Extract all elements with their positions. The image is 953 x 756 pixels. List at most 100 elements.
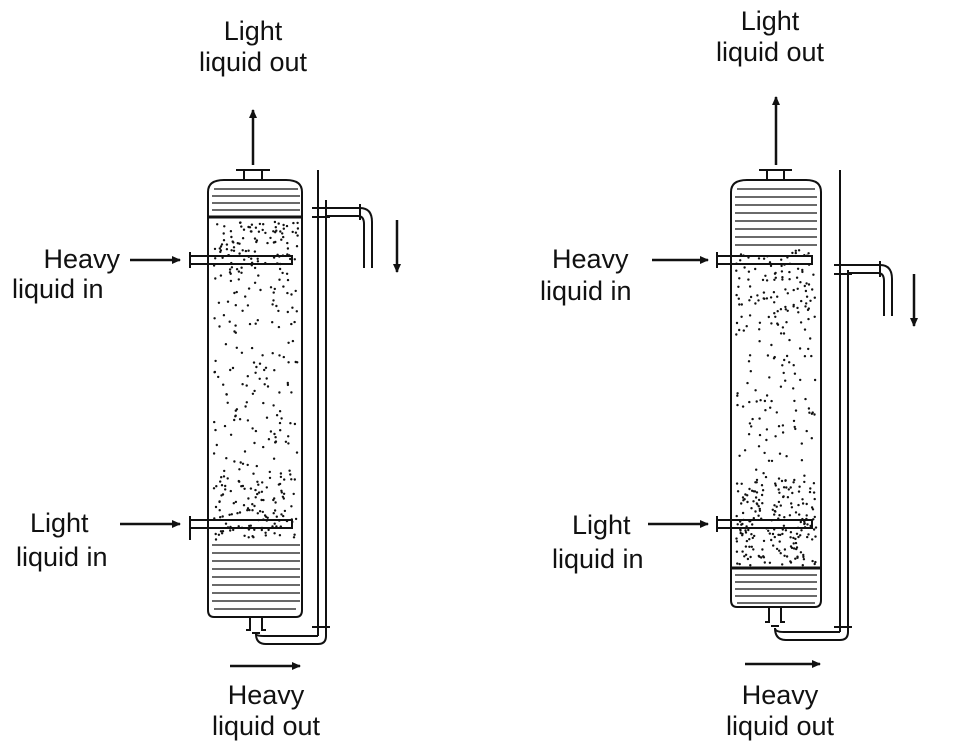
droplet — [792, 288, 795, 292]
droplet — [213, 247, 217, 251]
droplet — [229, 489, 232, 493]
droplet — [226, 526, 230, 529]
droplet — [226, 477, 229, 480]
droplet — [250, 264, 253, 267]
droplet — [750, 507, 753, 510]
droplets-left — [212, 220, 300, 541]
droplets-right — [735, 249, 818, 567]
droplet — [272, 404, 275, 407]
droplet — [740, 482, 743, 485]
droplet — [747, 256, 750, 259]
droplet — [736, 394, 739, 397]
droplet — [220, 532, 224, 535]
droplet — [805, 429, 808, 433]
droplet — [261, 354, 264, 357]
droplet — [748, 354, 752, 357]
droplet — [768, 261, 772, 264]
droplet — [741, 496, 745, 499]
droplet — [740, 303, 743, 306]
droplet — [805, 254, 809, 257]
label-line: Light — [740, 6, 800, 36]
droplet — [803, 328, 807, 331]
droplet — [764, 409, 767, 412]
heavy-inlet-pipe-left — [190, 255, 293, 265]
droplet — [779, 308, 783, 311]
droplet — [795, 276, 799, 279]
droplet — [773, 312, 776, 315]
droplet — [779, 332, 783, 335]
arrows-right — [648, 96, 918, 668]
top-nozzle-right — [759, 169, 792, 180]
light-liquid-layer-top-right — [735, 188, 817, 246]
droplet — [261, 228, 264, 232]
droplet — [801, 564, 804, 567]
droplet — [258, 377, 261, 380]
droplet — [754, 267, 757, 271]
droplet — [735, 550, 739, 553]
droplet — [273, 497, 276, 500]
droplet — [273, 287, 276, 291]
label-light-liquid-in-left: Light — [30, 508, 89, 539]
droplet — [274, 240, 277, 244]
droplet — [273, 432, 276, 436]
droplet — [276, 253, 279, 256]
droplet — [293, 422, 297, 426]
droplet — [280, 238, 283, 241]
droplet — [805, 514, 808, 517]
droplet — [798, 347, 802, 350]
droplet — [773, 278, 776, 281]
droplet — [282, 492, 286, 495]
droplet — [736, 562, 739, 565]
droplet — [803, 480, 806, 484]
droplet — [783, 516, 786, 519]
droplet — [802, 553, 805, 557]
droplet — [273, 532, 276, 535]
droplet — [280, 417, 283, 420]
droplet — [764, 274, 767, 277]
droplet — [224, 488, 227, 491]
droplet — [282, 223, 285, 227]
droplet — [784, 479, 787, 482]
droplet — [296, 227, 300, 230]
droplet — [229, 230, 233, 233]
droplet — [785, 321, 788, 324]
droplet — [743, 266, 746, 269]
droplet — [282, 285, 285, 288]
droplet — [749, 555, 752, 559]
droplet — [247, 249, 250, 252]
droplet — [249, 524, 252, 527]
droplet — [769, 264, 773, 268]
droplet — [268, 476, 272, 480]
droplet — [277, 309, 280, 313]
droplet — [269, 286, 273, 289]
droplet — [796, 526, 800, 529]
droplet — [287, 361, 290, 364]
droplet — [251, 392, 255, 395]
droplet — [745, 325, 748, 328]
droplet — [809, 487, 812, 490]
droplet — [290, 322, 293, 326]
droplet — [253, 250, 257, 253]
label-light-liquid-in-right-2: liquid in — [552, 544, 644, 575]
droplet — [218, 509, 221, 512]
droplet — [789, 545, 793, 548]
droplet — [768, 376, 771, 379]
droplet — [294, 517, 298, 521]
light-liquid-layer-top-left — [212, 188, 300, 211]
droplet — [780, 264, 783, 268]
droplet — [761, 502, 764, 505]
droplet — [219, 480, 222, 483]
droplet — [752, 517, 755, 520]
droplet — [252, 472, 255, 475]
heavy-inlet-pipe-right — [717, 255, 813, 265]
droplet — [290, 518, 293, 521]
droplet — [217, 375, 220, 379]
droplet — [259, 288, 262, 292]
label-line: Heavy — [552, 244, 629, 274]
droplet — [757, 299, 760, 302]
droplet — [743, 555, 746, 558]
heavy-outlet-pipe-right — [774, 270, 849, 641]
droplet — [735, 540, 739, 543]
droplet — [755, 478, 759, 482]
droplet — [756, 503, 759, 506]
